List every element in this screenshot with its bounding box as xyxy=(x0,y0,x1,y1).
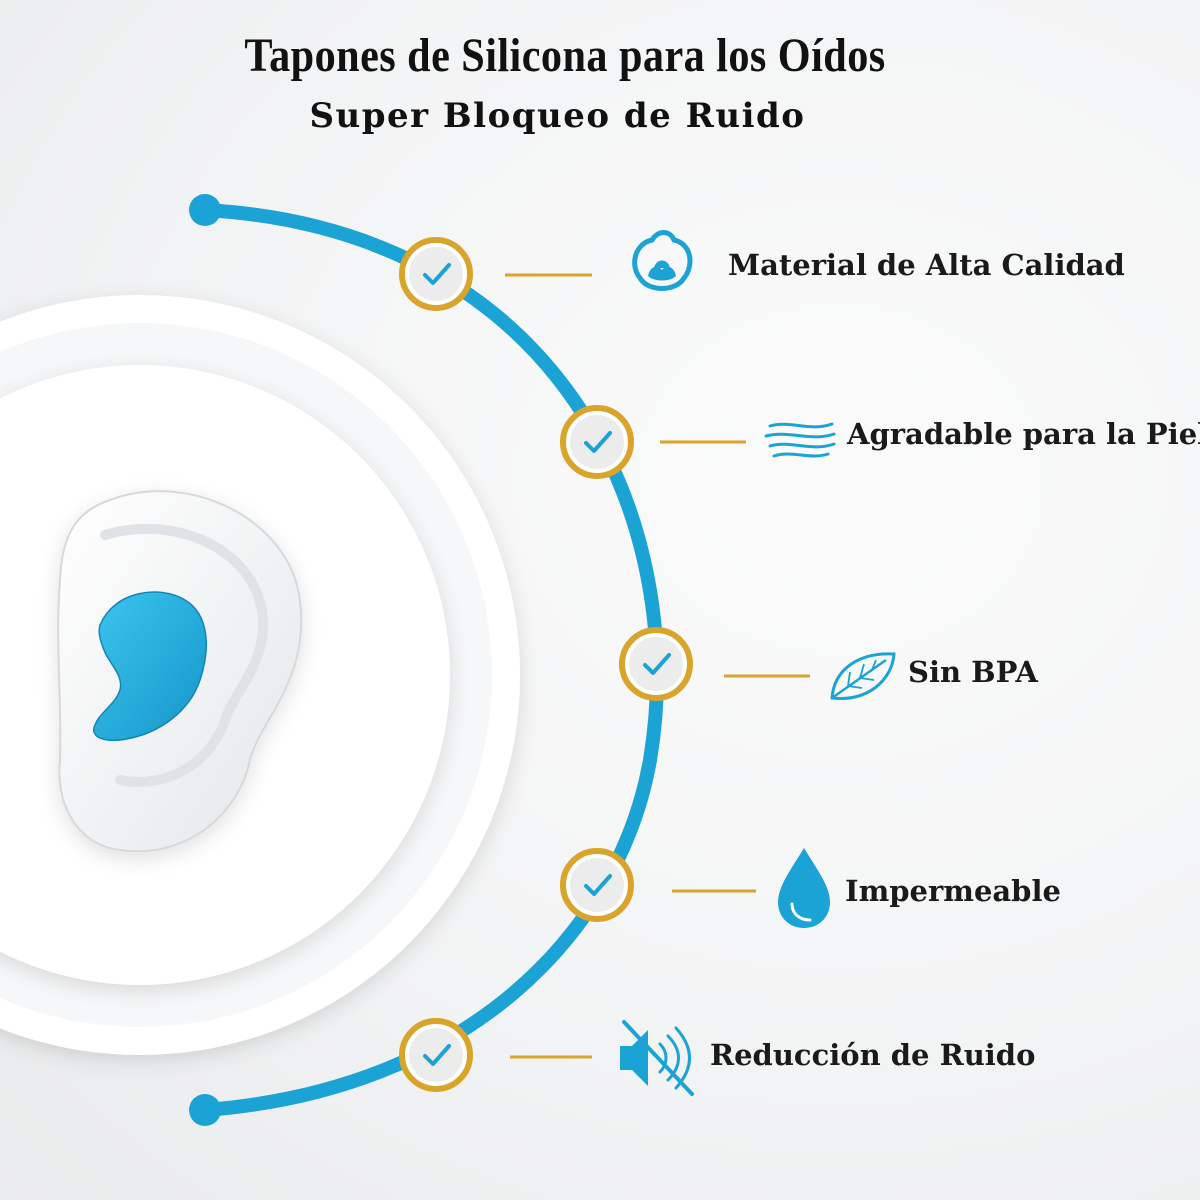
check-badge-4 xyxy=(560,848,634,922)
arc-start-dot xyxy=(189,194,221,226)
checkmark-icon xyxy=(584,431,612,453)
mute-speaker-icon xyxy=(620,1020,694,1096)
feature-label-material: Material de Alta Calidad xyxy=(728,248,1125,282)
feature-label-skin: Agradable para la Piel xyxy=(847,417,1200,451)
connector-lines xyxy=(505,273,810,1059)
checkmark-icon xyxy=(423,263,451,285)
check-badge-2 xyxy=(560,405,634,479)
feature-label-waterproof: Impermeable xyxy=(845,874,1061,908)
ear-inner-fold xyxy=(100,523,269,787)
cotton-icon xyxy=(632,230,693,291)
water-drop-icon xyxy=(778,848,830,928)
arc-end-dot xyxy=(189,1094,221,1126)
ear-illustration xyxy=(57,490,303,853)
feature-label-noise: Reducción de Ruido xyxy=(710,1038,1036,1072)
page-title: Tapones de Silicona para los Oídos xyxy=(244,29,886,82)
check-badge-5 xyxy=(399,1018,473,1092)
feature-label-bpa: Sin BPA xyxy=(908,655,1038,689)
checkmark-icon xyxy=(584,874,612,896)
check-badge-3 xyxy=(619,627,693,701)
leaf-icon xyxy=(830,652,896,700)
wind-icon xyxy=(764,422,836,458)
check-badge-1 xyxy=(399,237,473,311)
checkmark-icon xyxy=(423,1044,451,1066)
earplug-shape xyxy=(93,591,207,742)
page-subtitle: Super Bloqueo de Ruido xyxy=(309,96,806,136)
check-badges xyxy=(399,237,693,1092)
checkmark-icon xyxy=(643,653,671,675)
